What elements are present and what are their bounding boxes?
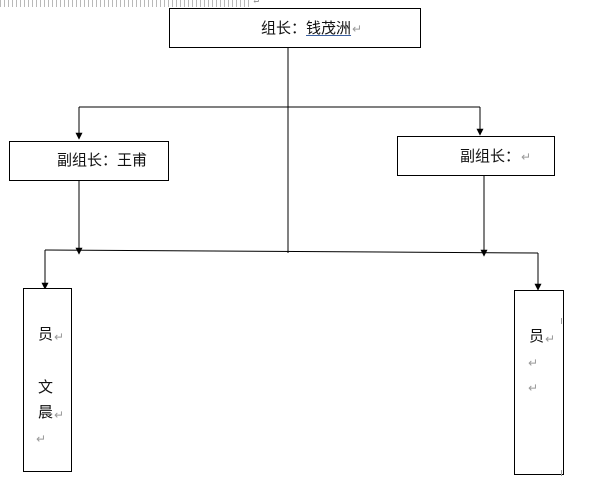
top-ruler-dots [0, 0, 252, 7]
deputy-right-label: 副组长：↵ [460, 149, 531, 164]
right-margin-tick [561, 318, 562, 324]
right-margin-tick [561, 470, 562, 476]
deputy-left-box: 副组长：王甫 [9, 141, 169, 181]
deputy-right-box: 副组长：↵ [397, 136, 555, 176]
lower-bar [44, 249, 539, 254]
leader-name: 钱茂洲 [306, 19, 352, 37]
member-left-line3: 晨 [38, 403, 54, 421]
deputy-left-label: 副组长：王甫 [57, 151, 148, 169]
member-right-para-1: ↵ [545, 332, 556, 346]
member-left-para-2: ↵ [54, 408, 65, 422]
member-right-line1: 员 [529, 327, 545, 345]
member-left-line1: 员 [38, 325, 54, 343]
leader-box: 组长：钱茂洲↵ [169, 8, 421, 48]
member-left-para-3: ↵ [36, 432, 47, 446]
member-left-box: 员 ↵ 文 晨 ↵ ↵ [23, 288, 72, 472]
leader-title: 组长： [261, 19, 307, 37]
deputy-right-paragraph-mark: ↵ [521, 150, 532, 164]
member-left-line2: 文 [38, 378, 54, 396]
leader-label: 组长：钱茂洲↵ [261, 21, 362, 36]
member-right-para-3: ↵ [528, 381, 539, 395]
top-paragraph-mark: ↵ [252, 0, 261, 7]
member-right-box: 员 ↵ ↵ ↵ [514, 290, 564, 475]
deputy-right-title: 副组长： [460, 147, 521, 165]
member-right-para-2: ↵ [528, 356, 539, 370]
member-left-para-1: ↵ [54, 330, 65, 344]
leader-paragraph-mark: ↵ [352, 22, 363, 36]
